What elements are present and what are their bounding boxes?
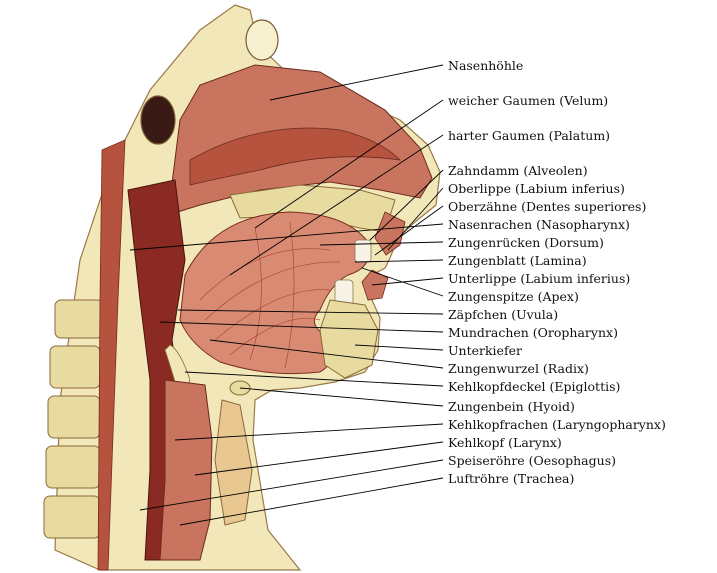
leader-line bbox=[387, 187, 444, 251]
label-hyoid: Zungenbein (Hyoid) bbox=[448, 399, 575, 414]
labels: Nasenhöhle weicher Gaumen (Velum) harter… bbox=[448, 58, 666, 486]
leader-line bbox=[184, 371, 444, 387]
sinus-upper bbox=[245, 19, 279, 61]
label-soft-palate: weicher Gaumen (Velum) bbox=[448, 93, 608, 108]
label-upper-teeth: Oberzähne (Dentes superiores) bbox=[448, 199, 646, 214]
leader-line bbox=[194, 441, 444, 476]
leader-line bbox=[159, 321, 444, 333]
thyroid-cartilage bbox=[214, 399, 253, 526]
label-lower-jaw: Unterkiefer bbox=[448, 343, 522, 358]
leader-line bbox=[129, 223, 444, 251]
label-trachea: Luftröhre (Trachea) bbox=[448, 471, 574, 486]
label-hard-palate: harter Gaumen (Palatum) bbox=[448, 128, 610, 143]
leader-line bbox=[354, 259, 444, 263]
sinus-lower bbox=[140, 95, 176, 145]
leader-line bbox=[229, 134, 444, 276]
label-tongue-dorsum: Zungenrücken (Dorsum) bbox=[448, 235, 604, 250]
label-oropharynx: Mundrachen (Oropharynx) bbox=[448, 325, 618, 340]
label-tongue-blade: Zungenblatt (Lamina) bbox=[448, 253, 587, 268]
label-larynx: Kehlkopf (Larynx) bbox=[448, 435, 562, 450]
label-tongue-tip: Zungenspitze (Apex) bbox=[448, 289, 579, 304]
label-alveolar-ridge: Zahndamm (Alveolen) bbox=[448, 163, 588, 178]
tongue bbox=[179, 211, 371, 375]
head-illustration bbox=[43, 4, 441, 571]
upper-teeth bbox=[354, 239, 372, 263]
label-uvula: Zäpfchen (Uvula) bbox=[448, 307, 558, 322]
label-oesophagus: Speiseröhre (Oesophagus) bbox=[448, 453, 616, 468]
label-tongue-root: Zungenwurzel (Radix) bbox=[448, 361, 589, 376]
label-upper-lip: Oberlippe (Labium inferius) bbox=[448, 181, 625, 196]
label-nasopharynx: Nasenrachen (Nasopharynx) bbox=[448, 217, 630, 232]
label-laryngopharynx: Kehlkopfrachen (Laryngopharynx) bbox=[448, 417, 666, 432]
leader-line bbox=[354, 344, 444, 351]
leader-line bbox=[139, 459, 444, 511]
leader-line bbox=[239, 387, 444, 407]
tongue-fibers bbox=[199, 221, 341, 369]
label-nasal-cavity: Nasenhöhle bbox=[448, 58, 523, 73]
leader-line bbox=[177, 309, 444, 315]
leader-line bbox=[254, 99, 444, 229]
leader-lines bbox=[129, 64, 444, 526]
leader-line bbox=[179, 477, 444, 526]
leader-line bbox=[174, 423, 444, 441]
leader-line bbox=[361, 267, 444, 297]
leader-line bbox=[319, 241, 444, 246]
larynx-tube bbox=[159, 379, 213, 561]
label-lower-lip: Unterlippe (Labium inferius) bbox=[448, 271, 630, 286]
leader-line bbox=[374, 205, 444, 256]
leader-line bbox=[209, 339, 444, 369]
nasal-conchae bbox=[189, 127, 402, 186]
leader-line bbox=[269, 64, 444, 101]
vertebrae bbox=[43, 299, 104, 539]
label-epiglottis: Kehlkopfdeckel (Epiglottis) bbox=[448, 379, 620, 394]
leader-line bbox=[369, 169, 444, 241]
leader-line bbox=[371, 277, 444, 286]
back-tissue bbox=[97, 139, 126, 571]
